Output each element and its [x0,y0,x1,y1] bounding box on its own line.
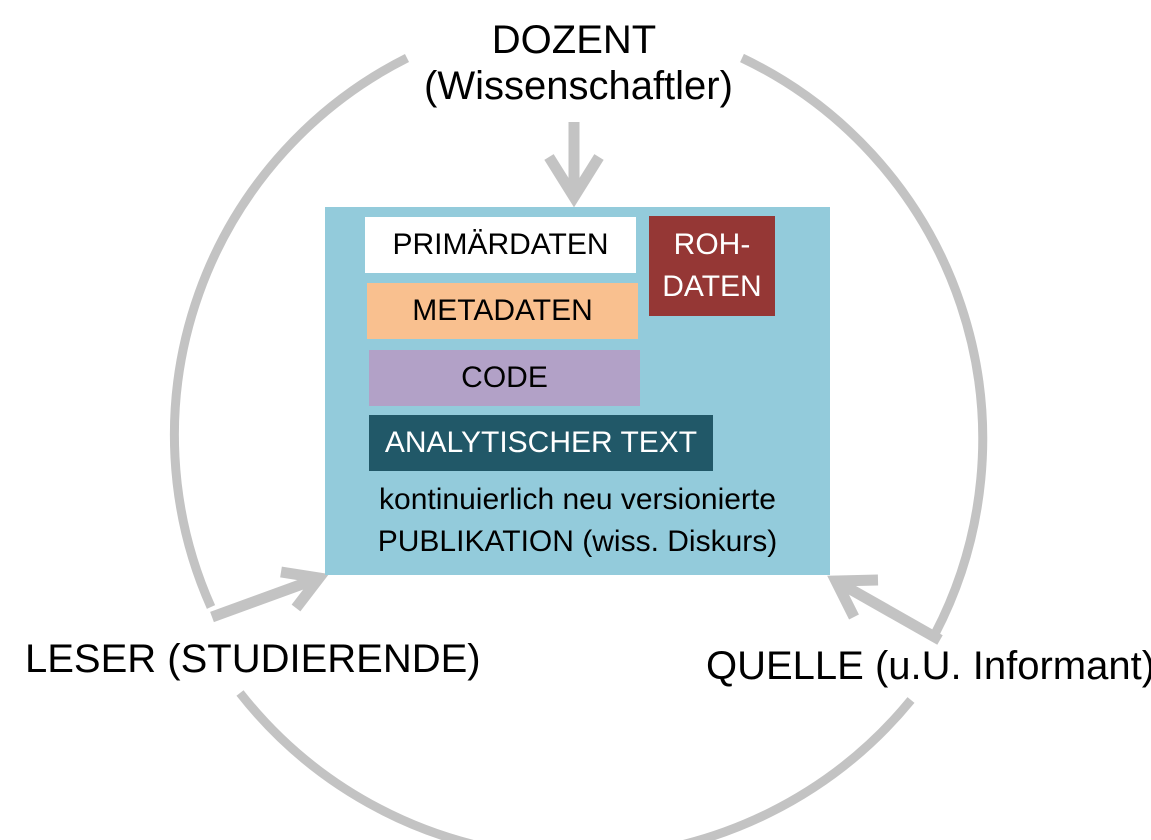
block-rohdaten: ROH- DATEN [649,216,775,316]
publication-caption-line1: kontinuierlich neu versionierte [379,483,776,516]
cycle-arc-top-right [740,53,988,637]
arrow-dozent-head [544,154,604,208]
publication-box: PRIMÄRDATEN METADATEN CODE ANALYTISCHER … [325,207,830,575]
publication-caption: kontinuierlich neu versionierte PUBLIKAT… [325,479,830,563]
block-rohdaten-line2: DATEN [662,270,762,303]
publication-caption-line2: PUBLIKATION (wiss. Diskurs) [377,525,778,558]
block-rohdaten-line1: ROH- [673,228,751,261]
cycle-arc-top-left [169,53,410,609]
node-dozent-title: DOZENT [491,18,657,62]
node-dozent: DOZENT (Wissenschaftler) [424,17,733,109]
arrow-leser-head [280,566,329,612]
cycle-arc-bottom [236,690,915,840]
node-quelle: QUELLE (u.U. Informant) [706,644,1151,688]
block-analytischer-text: ANALYTISCHER TEXT [369,415,713,471]
arrow-quelle-head [827,574,879,620]
block-metadaten: METADATEN [367,283,638,339]
arrow-quelle-to-publication [833,576,943,645]
arrow-leser-to-publication [210,572,321,623]
block-code: CODE [369,350,640,406]
block-primaerdaten: PRIMÄRDATEN [365,217,636,273]
node-dozent-subtitle: (Wissenschaftler) [424,64,733,108]
node-leser: LESER (STUDIERENDE) [25,637,481,681]
